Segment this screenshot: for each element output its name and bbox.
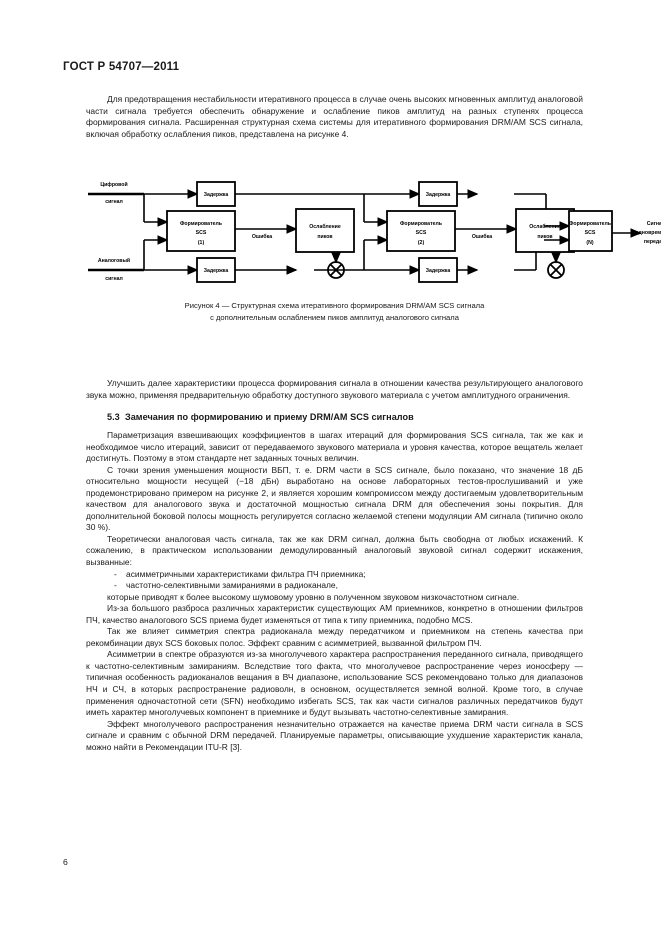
intro-paragraph-block: Для предотвращения нестабильности итерат… — [86, 94, 583, 140]
block-peak-attenuation-1 — [295, 208, 355, 253]
block-delay-4 — [418, 257, 458, 283]
figure-caption-line-2: с дополнительным ослаблением пиков ампли… — [210, 312, 459, 322]
paragraph-1: Параметризация взвешивающих коэффициенто… — [86, 430, 583, 464]
label-output-line3: передачи — [644, 239, 661, 245]
label-delay-2: Задержка — [426, 192, 451, 198]
label-input-digital-line1: Цифровой — [100, 181, 127, 188]
label-output-line2: одновременной — [635, 229, 661, 236]
block-scs-former-2 — [386, 210, 456, 252]
section-number: 5.3 — [107, 412, 120, 422]
block-delay-3 — [196, 257, 236, 283]
bullet-dash-icon: - — [114, 580, 117, 591]
list-item: - асимметричными характеристиками фильтр… — [86, 569, 583, 581]
after-figure-block: Улучшить далее характеристики процесса ф… — [86, 378, 583, 401]
label-scs-former-1-line2: SCS — [196, 230, 207, 236]
bullet-dash-icon: - — [114, 568, 117, 579]
label-peak-attenuation-2-line2: пиков — [537, 234, 552, 240]
paragraph-5: Из-за большого разброса различных характ… — [86, 603, 583, 625]
label-delay-4: Задержка — [426, 268, 451, 274]
section-title: Замечания по формированию и приему DRM/A… — [124, 412, 414, 422]
list-item: - частотно-селективными замираниями в ра… — [86, 580, 583, 592]
label-peak-attenuation-1-line2: пиков — [317, 234, 332, 240]
label-input-digital-line2: сигнал — [105, 199, 123, 205]
after-figure-paragraph: Улучшить далее характеристики процесса ф… — [86, 378, 583, 400]
paragraph-6: Так же влияет симметрия спектра радиокан… — [86, 626, 583, 648]
block-delay-1 — [196, 181, 236, 207]
block-diagram-output-svg: Формирователь SCS (N) Сигнал одновременн… — [544, 210, 661, 252]
label-scs-former-2-line3: (2) — [418, 240, 425, 246]
label-peak-attenuation-1-line1: Ослабление — [309, 223, 341, 230]
label-delay-1: Задержка — [204, 192, 229, 198]
paragraph-2: С точки зрения уменьшения мощности ВБП, … — [86, 464, 583, 533]
paragraph-3: Теоретически аналоговая часть сигнала, т… — [86, 533, 583, 568]
label-output-line1: Сигнал — [647, 221, 661, 227]
mixer-1 — [327, 261, 345, 279]
section-5-3-heading: 5.3 Замечания по формированию и приему D… — [86, 412, 583, 424]
label-scs-former-1-line3: (1) — [198, 240, 205, 246]
label-error-2: Ошибка — [472, 233, 492, 240]
block-scs-former-1 — [166, 210, 236, 252]
label-scs-former-n-line3: (N) — [586, 240, 593, 246]
label-scs-former-n-line1: Формирователь — [569, 221, 611, 227]
paragraph-4: которые приводят к более высокому шумово… — [107, 591, 520, 602]
section-5-3-heading-block: 5.3 Замечания по формированию и приему D… — [86, 412, 583, 424]
distortion-causes-list: - асимметричными характеристиками фильтр… — [86, 569, 583, 592]
list-item-label: частотно-селективными замираниями в ради… — [126, 580, 338, 591]
paragraph-8: Эффект многолучевого распространения нез… — [86, 718, 583, 752]
label-delay-3: Задержка — [204, 268, 229, 274]
label-scs-former-n-line2: SCS — [585, 230, 596, 236]
figure-caption: Рисунок 4 — Структурная схема итеративно… — [86, 300, 583, 323]
list-item-label: асимметричными характеристиками фильтра … — [126, 568, 366, 579]
page-number: 6 — [63, 857, 68, 867]
paragraph-7: Асимметрии в спектре образуются из-за мн… — [86, 649, 583, 718]
label-input-analog-line1: Аналоговый — [98, 257, 130, 264]
label-scs-former-2-line2: SCS — [416, 230, 427, 236]
label-input-analog-line2: сигнал — [105, 276, 123, 282]
mixer-2 — [547, 261, 565, 279]
intro-paragraph: Для предотвращения нестабильности итерат… — [86, 94, 583, 139]
label-scs-former-1-line1: Формирователь — [180, 221, 222, 227]
body-text-block: Параметризация взвешивающих коэффициенто… — [86, 430, 583, 753]
figure-4-block-diagram: Задержка Задержка Задержка Задержка Форм… — [74, 174, 661, 296]
standard-header: ГОСТ Р 54707—2011 — [63, 61, 180, 73]
block-diagram-svg: Задержка Задержка Задержка Задержка Форм… — [88, 181, 575, 283]
figure-caption-line-1: Рисунок 4 — Структурная схема итеративно… — [184, 301, 485, 310]
block-delay-2 — [418, 181, 458, 207]
block-scs-former-n — [568, 210, 613, 252]
label-error-1: Ошибка — [252, 233, 272, 240]
label-scs-former-2-line1: Формирователь — [400, 221, 442, 227]
